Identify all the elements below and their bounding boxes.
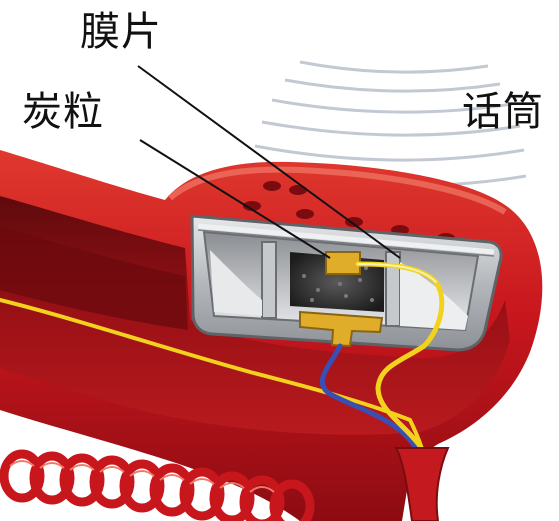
carbon-granules-label: 炭粒: [22, 92, 104, 132]
microphone-label: 话筒: [462, 92, 544, 132]
upper-electrode: [326, 252, 360, 274]
membrane-label: 膜片: [80, 12, 162, 52]
